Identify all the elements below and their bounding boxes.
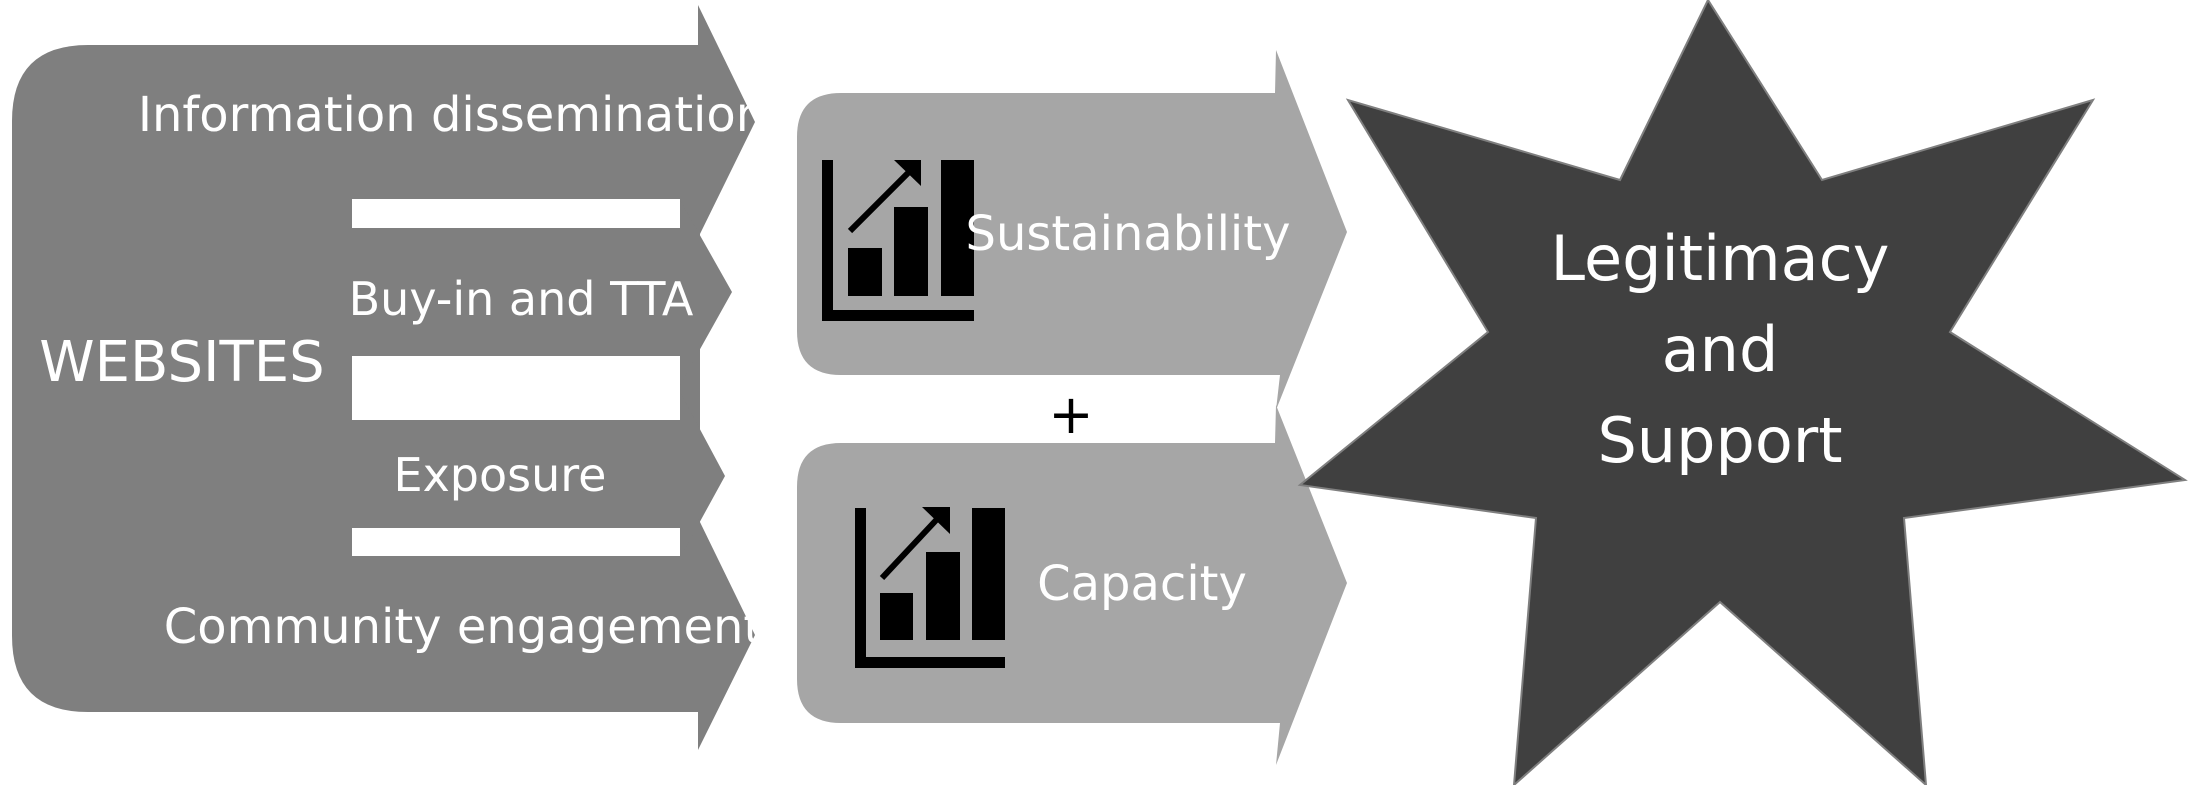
separator-bar bbox=[352, 356, 680, 420]
arrow-information-dissemination bbox=[352, 5, 755, 238]
star-shape bbox=[1297, 0, 2188, 785]
capacity-label: Capacity bbox=[1037, 556, 1247, 612]
bar-chart-growth-icon bbox=[855, 507, 1005, 668]
outcome-capacity: Capacity bbox=[797, 405, 1347, 765]
legitimacy-support-star: Legitimacy and Support bbox=[1297, 0, 2188, 785]
outcome-sustainability: Sustainability bbox=[797, 50, 1347, 410]
arrow-buy-in-tta bbox=[352, 200, 732, 385]
bar-chart-growth-icon bbox=[822, 160, 974, 321]
result-line-legitimacy: Legitimacy bbox=[1551, 222, 1890, 295]
websites-label: WEBSITES bbox=[39, 330, 324, 395]
arrow-exposure bbox=[352, 392, 725, 558]
separator-bars bbox=[352, 199, 680, 556]
separator-bar bbox=[352, 528, 680, 556]
separator-bar bbox=[352, 199, 680, 228]
arrow-label-community-engagement: Community engagement bbox=[164, 599, 762, 655]
arrow-label-exposure: Exposure bbox=[394, 448, 607, 502]
arrow-community-engagement bbox=[352, 518, 755, 750]
arrow-label-buy-in-tta: Buy-in and TTA bbox=[349, 272, 694, 326]
plus-connector: + bbox=[1048, 383, 1093, 446]
result-line-support: Support bbox=[1597, 404, 1842, 477]
capacity-arrow-shape bbox=[797, 405, 1347, 765]
result-line-and: and bbox=[1662, 313, 1779, 386]
arrow-label-information-dissemination: Information dissemination bbox=[138, 87, 766, 143]
sustainability-label: Sustainability bbox=[965, 206, 1290, 262]
